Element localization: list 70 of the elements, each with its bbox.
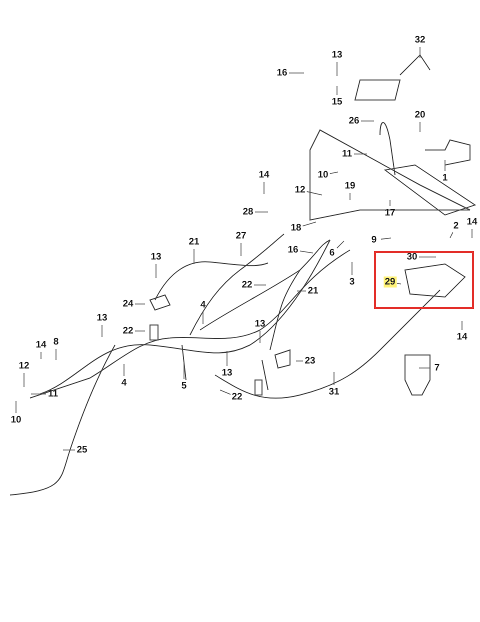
- callout-number: 23: [304, 356, 316, 366]
- callout-number: 13: [150, 252, 162, 262]
- callout-number: 20: [414, 110, 426, 120]
- callout-number: 6: [328, 248, 336, 258]
- leader-line: [288, 72, 304, 74]
- leader-line: [254, 284, 266, 286]
- leader-line: [360, 120, 374, 122]
- leader-line: [450, 232, 454, 238]
- callout-number: 25: [76, 444, 88, 456]
- callout-number: 10: [316, 170, 330, 180]
- callout-number: 22: [230, 392, 244, 402]
- callout-number: 16: [286, 244, 300, 256]
- callout-number: 13: [254, 318, 266, 330]
- callout-number: 31: [328, 386, 340, 398]
- callout-number: 11: [46, 388, 60, 400]
- leader-line: [336, 62, 338, 76]
- leader-line: [134, 330, 146, 332]
- callout-number: 22: [240, 280, 254, 290]
- callout-number: 24: [122, 298, 134, 310]
- callout-number: 32: [414, 34, 426, 46]
- callout-number: 13: [220, 368, 234, 378]
- leader-line: [202, 312, 204, 324]
- callout-number: 15: [330, 96, 344, 108]
- callout-number: 16: [276, 68, 288, 78]
- leader-line: [336, 86, 338, 96]
- leader-line: [306, 191, 322, 196]
- leader-line: [444, 160, 446, 172]
- callout-number: 18: [290, 222, 302, 234]
- callout-number: 11: [340, 148, 354, 160]
- leader-line: [240, 242, 242, 256]
- leader-line: [220, 390, 231, 395]
- callout-number: 26: [348, 116, 360, 126]
- callout-number: 29: [384, 276, 396, 288]
- callout-number: 4: [120, 378, 128, 388]
- leader-line: [226, 350, 228, 366]
- leader-line: [336, 240, 344, 248]
- callout-number: 19: [344, 180, 356, 192]
- callout-number: 10: [10, 414, 22, 426]
- callout-number: 30: [406, 252, 418, 262]
- callout-number: 1: [441, 172, 449, 184]
- leader-line: [329, 172, 338, 174]
- callout-number: 9: [370, 234, 378, 246]
- leader-line: [396, 282, 402, 284]
- leader-line: [296, 290, 306, 292]
- callout-number: 13: [330, 50, 344, 60]
- callout-number: 17: [384, 208, 396, 218]
- callout-number: 8: [52, 336, 60, 348]
- callout-number: 28: [242, 206, 254, 218]
- callout-number: 21: [306, 286, 320, 296]
- callout-number: 5: [180, 380, 188, 392]
- leader-line: [418, 256, 436, 258]
- callout-number: 14: [456, 332, 468, 342]
- callout-number: 4: [199, 300, 207, 310]
- callout-number: 13: [96, 312, 108, 324]
- leader-line: [300, 250, 314, 254]
- leader-line: [296, 360, 304, 362]
- callout-number: 12: [18, 360, 30, 372]
- callout-number: 14: [34, 340, 48, 350]
- callout-number: 12: [294, 184, 306, 196]
- callout-number: 27: [234, 230, 248, 242]
- callout-number: 14: [258, 170, 270, 180]
- callout-number: 7: [433, 362, 441, 374]
- callout-number: 2: [452, 220, 460, 232]
- callout-number: 14: [466, 216, 478, 228]
- callout-number: 22: [122, 326, 134, 336]
- callout-number: 21: [188, 236, 200, 248]
- leader-line: [302, 222, 316, 226]
- leader-line: [40, 352, 42, 360]
- leader-line: [380, 238, 392, 240]
- callout-number: 3: [348, 276, 356, 288]
